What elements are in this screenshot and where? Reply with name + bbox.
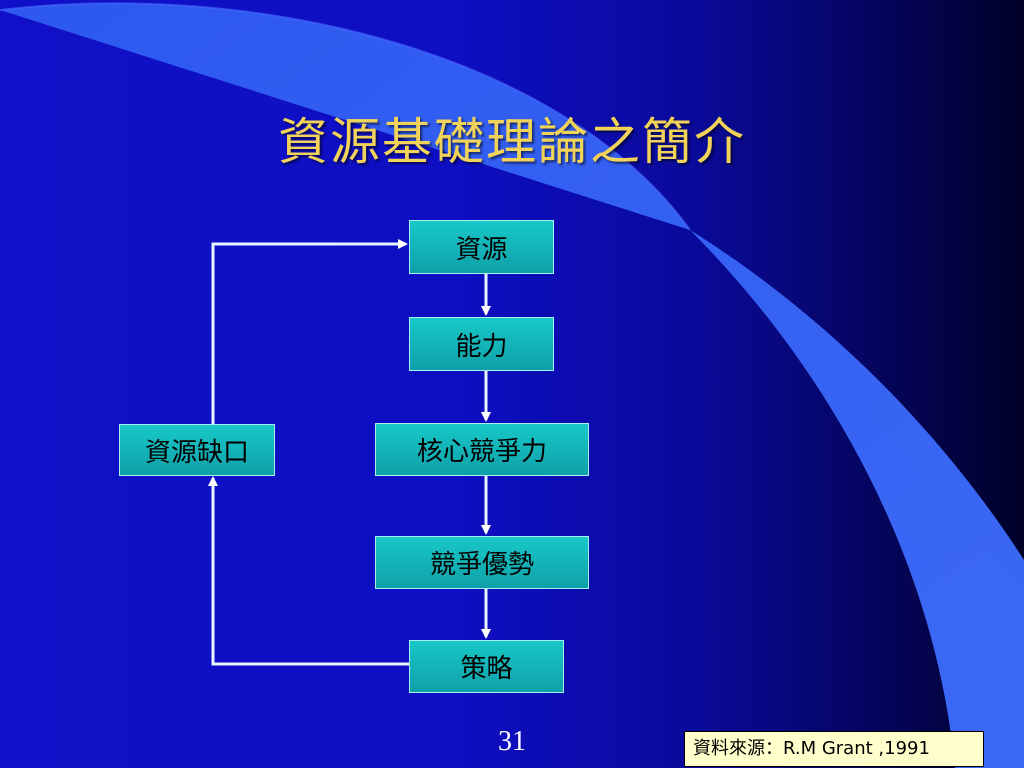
arrow-strategy-to-gap bbox=[208, 476, 409, 666]
node-capabilities: 能力 bbox=[409, 317, 554, 371]
node-competitive-advantage: 競爭優勢 bbox=[375, 536, 589, 589]
source-note: 資料來源：R.M Grant ,1991 bbox=[684, 731, 984, 767]
background-arc bbox=[0, 3, 1024, 768]
page-number: 31 bbox=[498, 726, 526, 757]
node-strategy: 策略 bbox=[409, 640, 564, 693]
background-arc-edge bbox=[0, 2, 691, 231]
node-resource-gap: 資源缺口 bbox=[119, 424, 275, 476]
arrow-gap-to-resources bbox=[211, 239, 408, 424]
node-resources: 資源 bbox=[409, 220, 554, 274]
node-core-competence: 核心競爭力 bbox=[375, 423, 589, 476]
slide-title: 資源基礎理論之簡介 bbox=[278, 113, 746, 171]
